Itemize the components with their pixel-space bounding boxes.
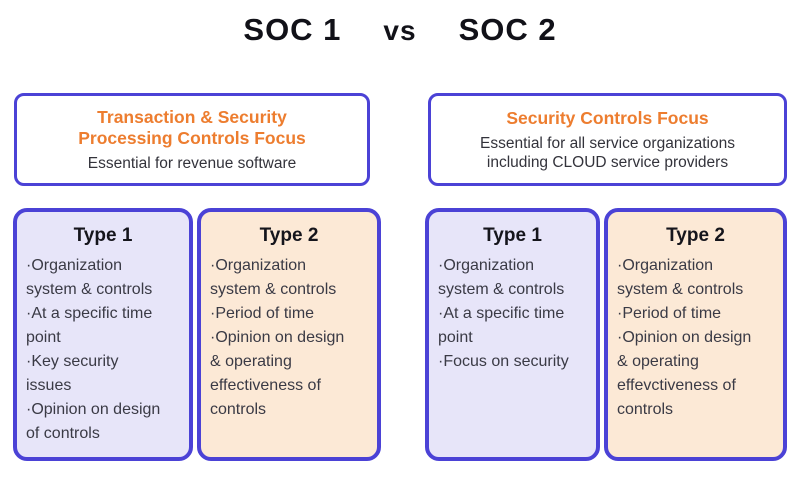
soc1-type2-card: Type 2 ·Organization system & controls ·… — [197, 208, 381, 461]
list-item: ·Focus on security — [438, 353, 569, 370]
soc2-type1-card: Type 1 ·Organization system & controls ·… — [425, 208, 600, 461]
soc1-focus-heading: Transaction & Security Processing Contro… — [78, 106, 306, 148]
soc2-focus-heading: Security Controls Focus — [506, 107, 709, 128]
soc2-focus-card: Security Controls Focus Essential for al… — [428, 93, 787, 186]
list-item: ·At a specific time point — [26, 305, 153, 346]
title-vs: vs — [383, 15, 417, 46]
soc1-type1-bullet-list: ·Organization system & controls ·At a sp… — [17, 254, 189, 446]
list-item: ·At a specific time point — [438, 305, 565, 346]
list-item: ·Organization system & controls — [617, 257, 744, 298]
soc2-focus-subtext: Essential for all service organizations … — [479, 134, 735, 171]
soc2-type2-bullet-list: ·Organization system & controls ·Period … — [608, 254, 783, 422]
list-item: ·Organization system & controls — [438, 257, 565, 298]
page-title: SOC 1 vs SOC 2 — [0, 12, 800, 48]
soc1-focus-subtext: Essential for revenue software — [87, 154, 297, 172]
list-item: ·Organization system & controls — [210, 257, 337, 298]
list-item: ·Organization system & controls — [26, 257, 153, 298]
soc1-focus-card: Transaction & Security Processing Contro… — [14, 93, 370, 186]
soc1-type1-title: Type 1 — [73, 225, 133, 246]
list-item: ·Opinion on design of controls — [26, 401, 161, 442]
soc2-type2-title: Type 2 — [666, 225, 725, 246]
soc1-type2-title: Type 2 — [259, 225, 319, 246]
soc1-type1-card: Type 1 ·Organization system & controls ·… — [13, 208, 193, 461]
list-item: ·Period of time — [210, 305, 315, 322]
list-item: ·Key security issues — [26, 353, 119, 394]
soc1-type2-bullet-list: ·Organization system & controls ·Period … — [201, 254, 377, 422]
soc2-type1-title: Type 1 — [483, 225, 542, 246]
title-soc2: SOC 2 — [458, 12, 557, 47]
soc2-type1-bullet-list: ·Organization system & controls ·At a sp… — [429, 254, 596, 374]
soc2-type2-card: Type 2 ·Organization system & controls ·… — [604, 208, 787, 461]
title-soc1: SOC 1 — [243, 12, 342, 47]
list-item: ·Period of time — [617, 305, 722, 322]
list-item: ·Opinion on design & operating effevctiv… — [617, 329, 752, 418]
list-item: ·Opinion on design & operating effective… — [210, 329, 345, 418]
